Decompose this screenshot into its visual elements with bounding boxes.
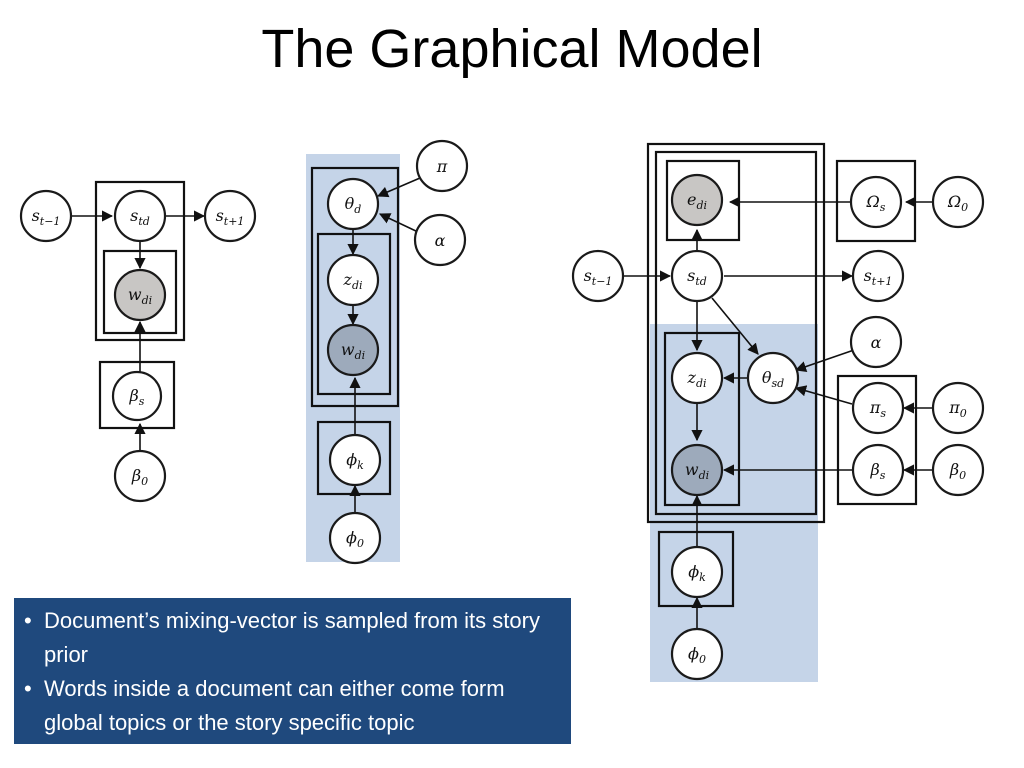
node-phi-k: ϕk [328, 433, 382, 487]
svg-text:α: α [871, 333, 882, 352]
node-pi-0: π0 [931, 381, 985, 435]
bullet-icon: • [24, 608, 32, 633]
node-pi: π [415, 139, 469, 193]
slide-title: The Graphical Model [261, 19, 763, 79]
edge-alpha-theta [794, 349, 855, 373]
edge-pi-theta [376, 177, 421, 198]
node-w-di: wdi [113, 268, 167, 322]
svg-text:wdi: wdi [685, 460, 709, 482]
right-prior-plate [836, 374, 918, 506]
node-s-prev: st−1 [19, 189, 73, 243]
node-s-next: st+1 [203, 189, 257, 243]
svg-text:wdi: wdi [128, 285, 152, 307]
node-alpha: α [413, 213, 467, 267]
svg-text:π0: π0 [948, 398, 967, 420]
middle-word-plate [316, 232, 392, 396]
node-pi-s: πs [851, 381, 905, 435]
svg-text:zdi: zdi [343, 270, 363, 292]
right-inner-story-plate [654, 150, 818, 516]
svg-text:β0: β0 [131, 466, 148, 488]
node-s-td: std [113, 189, 167, 243]
right-diagram: edi Ωs Ω0 st−1 std st+1 α θsd [571, 142, 985, 682]
node-base: s [32, 206, 40, 225]
svg-text:st+1: st+1 [216, 206, 245, 228]
node-phi-0: ϕ0 [670, 627, 724, 681]
svg-text:wdi: wdi [341, 340, 365, 362]
node-beta-0: β0 [113, 449, 167, 503]
node-alpha: α [849, 315, 903, 369]
svg-text:std: std [130, 206, 150, 228]
edge-std-theta [711, 297, 759, 355]
svg-text:βs: βs [129, 386, 145, 408]
svg-text:α: α [435, 231, 446, 250]
node-theta-sd: θsd [746, 351, 800, 405]
node-sub: t−1 [40, 215, 61, 228]
svg-text:β0: β0 [949, 460, 966, 482]
node-s-next: st+1 [851, 249, 905, 303]
svg-text:Ω0: Ω0 [947, 192, 968, 214]
bullet-text: Words inside a document can either come … [44, 676, 505, 735]
node-phi-k: ϕk [670, 545, 724, 599]
callout-bullet: • Document’s mixing-vector is sampled fr… [24, 604, 561, 672]
explanation-callout: • Document’s mixing-vector is sampled fr… [14, 598, 571, 744]
svg-text:ϕ0: ϕ0 [346, 528, 364, 550]
svg-text:ϕk: ϕk [346, 450, 364, 472]
edge-alpha-theta [378, 213, 419, 233]
left-diagram: st−1 std st+1 wdi βs β0 [19, 180, 257, 503]
callout-bullet: • Words inside a document can either com… [24, 672, 561, 740]
svg-text:edi: edi [687, 190, 707, 212]
bullet-icon: • [24, 676, 32, 701]
node-s-prev: st−1 [571, 249, 625, 303]
svg-text:πs: πs [869, 398, 887, 420]
svg-text:ϕk: ϕk [688, 562, 706, 584]
svg-text:st−1: st−1 [32, 206, 61, 228]
edge-pis-theta [794, 385, 853, 405]
svg-text:st−1: st−1 [584, 266, 613, 288]
bullet-text: Document’s mixing-vector is sampled from… [44, 608, 540, 667]
svg-text:θd: θd [345, 194, 362, 216]
svg-text:std: std [687, 266, 707, 288]
node-omega-s: Ωs [849, 175, 903, 229]
svg-text:st+1: st+1 [864, 266, 893, 288]
node-phi-0: ϕ0 [328, 511, 382, 565]
svg-text:zdi: zdi [687, 368, 707, 390]
node-beta-s: βs [111, 370, 163, 422]
node-w-di: wdi [670, 443, 724, 497]
node-z-di: zdi [670, 351, 724, 405]
node-theta-d: θd [326, 177, 380, 231]
svg-text:π: π [436, 157, 448, 176]
svg-text:θsd: θsd [762, 368, 784, 390]
right-outer-story-plate [646, 142, 826, 524]
node-z-di: zdi [326, 253, 380, 307]
svg-text:Ωs: Ωs [866, 192, 886, 214]
node-beta-s: βs [851, 443, 905, 497]
node-omega-0: Ω0 [931, 175, 985, 229]
svg-text:ϕ0: ϕ0 [688, 644, 706, 666]
svg-text:βs: βs [870, 460, 886, 482]
node-s-td: std [670, 249, 724, 303]
node-w-di: wdi [326, 323, 380, 377]
middle-diagram: π α θd zdi wdi ϕk ϕ0 [306, 139, 469, 565]
node-beta-0: β0 [931, 443, 985, 497]
node-e-di: edi [670, 173, 724, 227]
